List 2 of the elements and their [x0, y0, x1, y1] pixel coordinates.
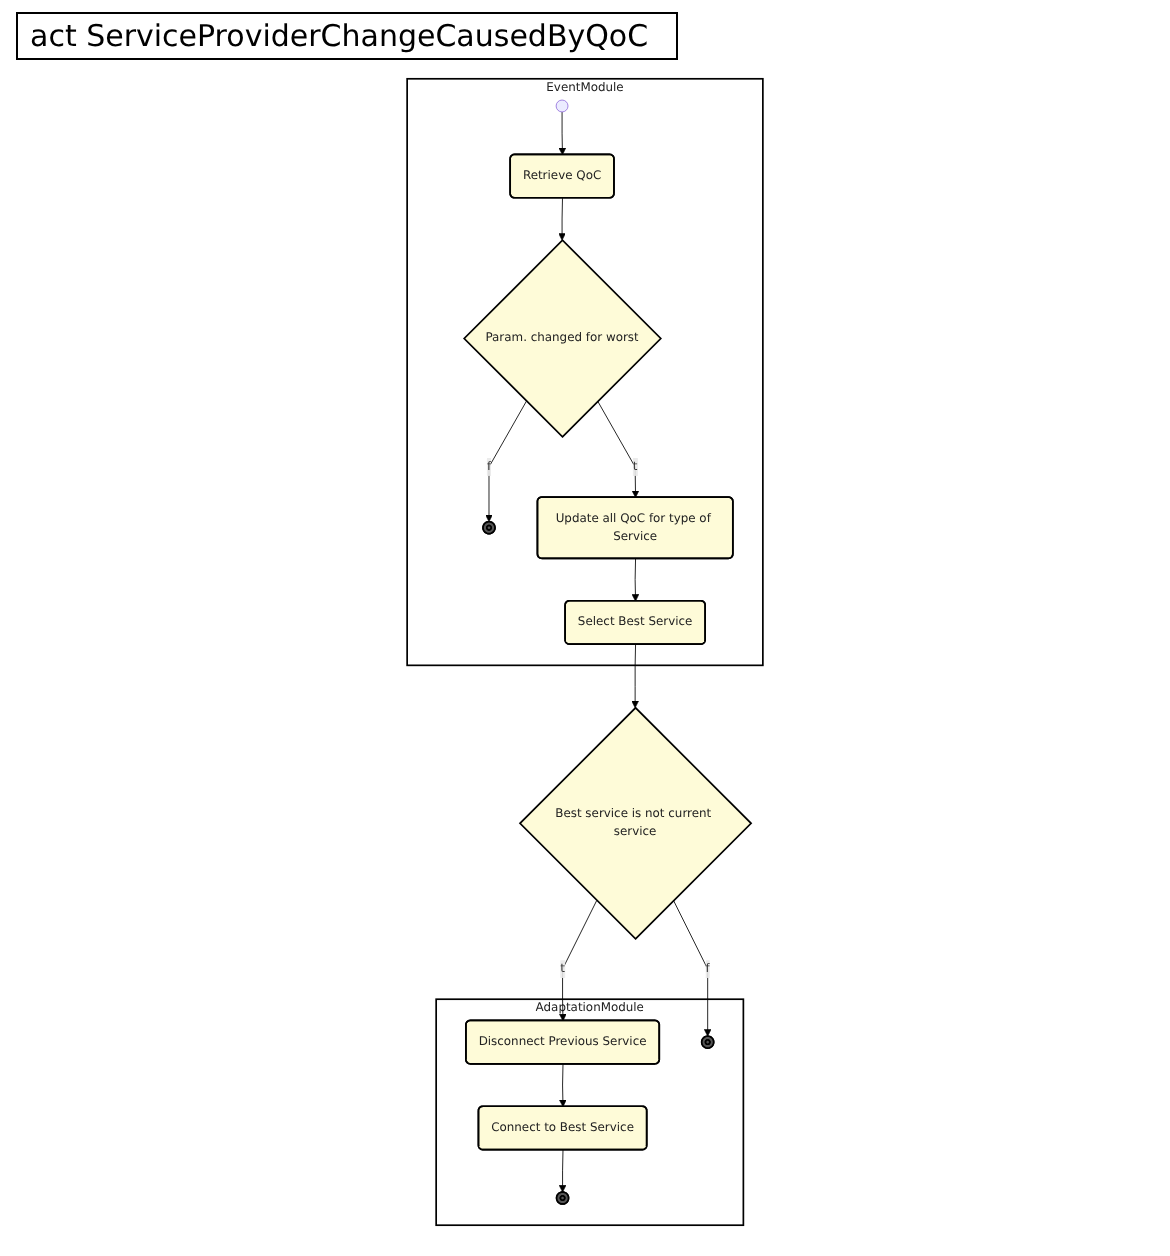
node-circle	[555, 99, 569, 113]
diagram-title: act ServiceProviderChangeCausedByQoC	[16, 12, 679, 60]
